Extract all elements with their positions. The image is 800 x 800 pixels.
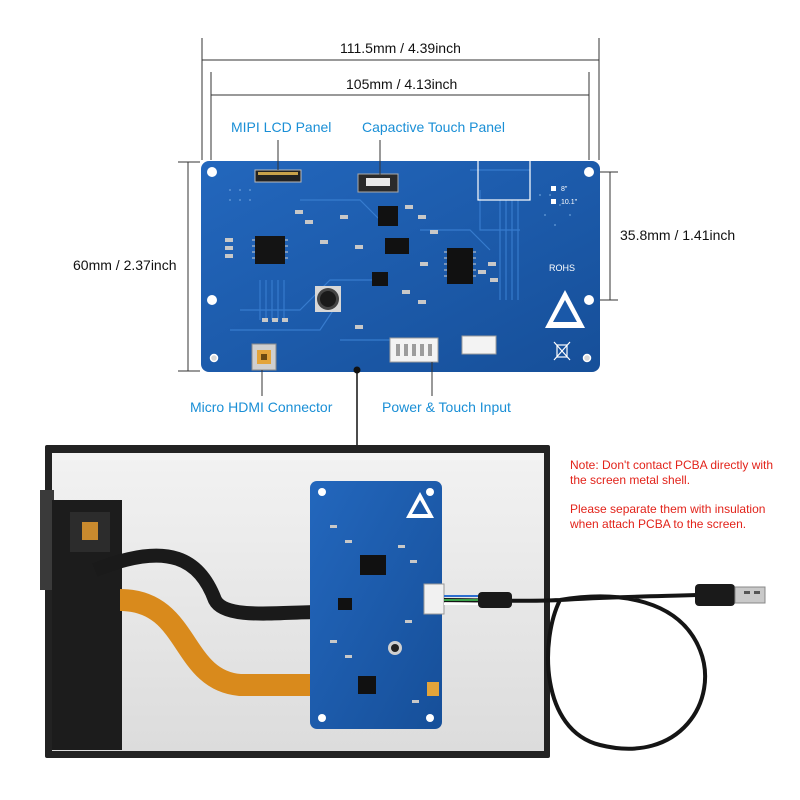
flex-cable-orange [119, 589, 320, 696]
weee-bin-icon [553, 341, 571, 361]
capacitive-touch-panel-callout: Capactive Touch Panel [362, 119, 505, 135]
height-label: 60mm / 2.37inch [73, 257, 177, 273]
usb-plug [695, 584, 735, 606]
size-8-mark: 8" [561, 186, 568, 193]
mipi-lcd-panel-callout: MIPI LCD Panel [231, 119, 332, 135]
hole-spacing-label: 35.8mm / 1.41inch [620, 227, 736, 243]
size-10-mark: 10.1" [561, 199, 578, 206]
note-line-2: Please separate them with insulation whe… [570, 502, 766, 531]
micro-hdmi-connector-callout: Micro HDMI Connector [190, 399, 333, 415]
pcb-board: 8" 10.1" ROHS [201, 159, 600, 372]
callout-leaders [261, 140, 433, 396]
main-chip [255, 236, 285, 264]
flex-cable-black [92, 548, 321, 621]
note-line-1: Note: Don't contact PCBA directly with t… [570, 458, 774, 487]
inner-width-label: 105mm / 4.13inch [346, 76, 458, 92]
rohs-mark: ROHS [549, 263, 575, 273]
mipi-lcd-connector [254, 169, 302, 183]
power-touch-input-callout: Power & Touch Input [382, 399, 511, 415]
outer-width-label: 111.5mm / 4.39inch [340, 40, 461, 56]
display-module [40, 445, 766, 758]
